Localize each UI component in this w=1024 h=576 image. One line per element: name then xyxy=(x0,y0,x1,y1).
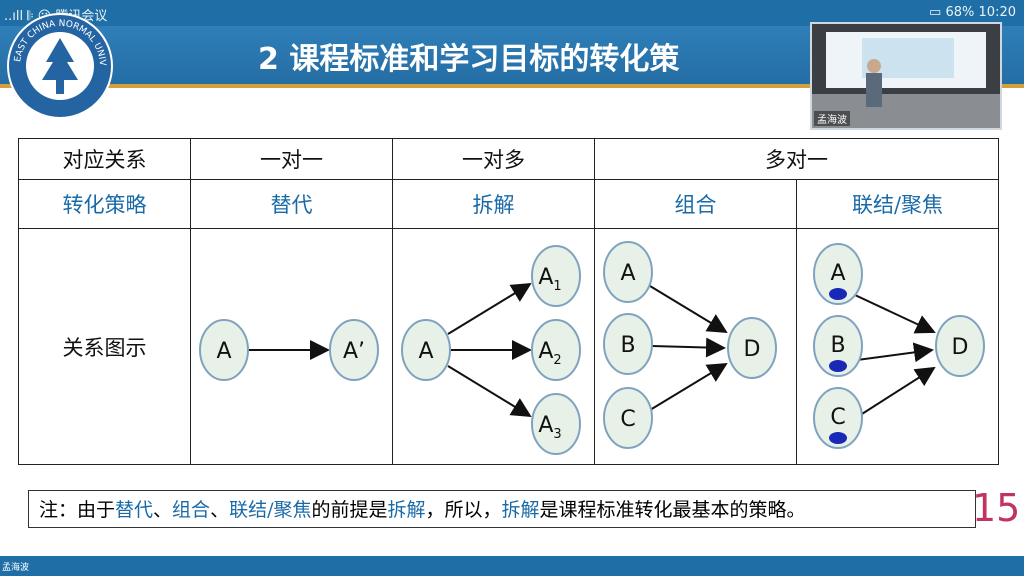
node-a xyxy=(602,240,653,303)
node-b-label: B xyxy=(620,333,635,358)
bottom-bar xyxy=(0,556,1024,576)
strategy-decompose: 拆解 xyxy=(392,179,595,229)
node-c xyxy=(812,386,863,449)
node-a-label: A xyxy=(216,339,231,364)
node-a3-label: A3 xyxy=(538,413,561,442)
node-aprime xyxy=(328,318,379,381)
node-b-label: B xyxy=(830,333,845,358)
node-d xyxy=(934,314,985,377)
focus-dot-c xyxy=(828,431,847,444)
header-one-to-one: 一对一 xyxy=(190,138,393,180)
diagram-one-to-one: A A’ xyxy=(198,318,379,381)
node-c-label: C xyxy=(830,405,845,430)
diagram-row-label: 关系图示 xyxy=(18,228,191,465)
header-correspondence: 对应关系 xyxy=(18,138,191,180)
header-divider xyxy=(0,84,1024,88)
presenter-video[interactable]: 孟海波 xyxy=(810,22,1002,130)
focus-dot-a xyxy=(828,287,847,300)
node-a1 xyxy=(530,244,581,307)
node-a xyxy=(812,242,863,305)
diagram-one-to-many: A A1 A2 A3 xyxy=(400,244,581,455)
strategy-link-focus: 联结/聚焦 xyxy=(796,179,999,229)
strategy-table: 对应关系 一对一 一对多 多对一 转化策略 替代 拆解 组合 联结/聚焦 关系图… xyxy=(18,138,999,465)
node-c xyxy=(602,386,653,449)
diagram-combine-cell: A B C D xyxy=(594,228,797,465)
arrow-a-to-a3 xyxy=(446,364,532,417)
diagram-combine: A B C D xyxy=(602,240,777,449)
university-logo: EAST CHINA NORMAL UNIVERSITY xyxy=(6,12,113,119)
battery-level: 68% xyxy=(945,5,975,20)
node-a2-label: A2 xyxy=(538,339,561,368)
arrow-b-to-d xyxy=(651,337,726,357)
node-a1-label: A1 xyxy=(538,265,561,294)
node-a-label: A xyxy=(620,261,635,286)
node-a3 xyxy=(530,392,581,455)
diagram-link-focus: A B C D xyxy=(812,242,985,449)
focus-dot-b xyxy=(828,359,847,372)
node-aprime-label: A’ xyxy=(342,339,364,364)
arrow-c-to-d xyxy=(648,362,728,411)
node-b xyxy=(602,312,653,375)
battery-icon: ▭ xyxy=(929,5,942,20)
video-frame xyxy=(812,24,1000,128)
footnote: 注：由于替代、组合、联结/聚焦的前提是拆解，所以，拆解是课程标准转化最基本的策略… xyxy=(28,490,976,528)
strategy-combine: 组合 xyxy=(594,179,797,229)
arrow-a-to-a1 xyxy=(446,282,532,335)
node-d-label: D xyxy=(743,337,760,362)
slide-title: 2 课程标准和学习目标的转化策 xyxy=(258,42,680,77)
strategy-label: 转化策略 xyxy=(18,179,191,229)
status-right: ▭ 68% 10:20 xyxy=(929,5,1016,20)
diagram-link-cell: A B C D xyxy=(796,228,999,465)
diagram-one-to-many-cell: A A1 A2 A3 xyxy=(392,228,595,465)
strategy-replace: 替代 xyxy=(190,179,393,229)
arrow-a-to-d xyxy=(648,284,728,333)
header-many-to-one: 多对一 xyxy=(594,138,999,180)
node-a2 xyxy=(530,318,581,381)
node-b xyxy=(812,314,863,377)
node-a xyxy=(400,318,451,381)
node-d xyxy=(726,316,777,379)
node-d-label: D xyxy=(951,335,968,360)
node-a-label: A xyxy=(830,261,845,286)
clock: 10:20 xyxy=(978,5,1016,20)
diagram-one-to-one-cell: A A’ xyxy=(190,228,393,465)
header-one-to-many: 一对多 xyxy=(392,138,595,180)
presenter-name: 孟海波 xyxy=(814,111,850,126)
node-a-label: A xyxy=(418,339,433,364)
node-c-label: C xyxy=(620,407,635,432)
page-number: 15 xyxy=(972,486,1021,530)
presenter-name-corner: 孟海波 xyxy=(2,563,30,573)
node-a xyxy=(198,318,249,381)
